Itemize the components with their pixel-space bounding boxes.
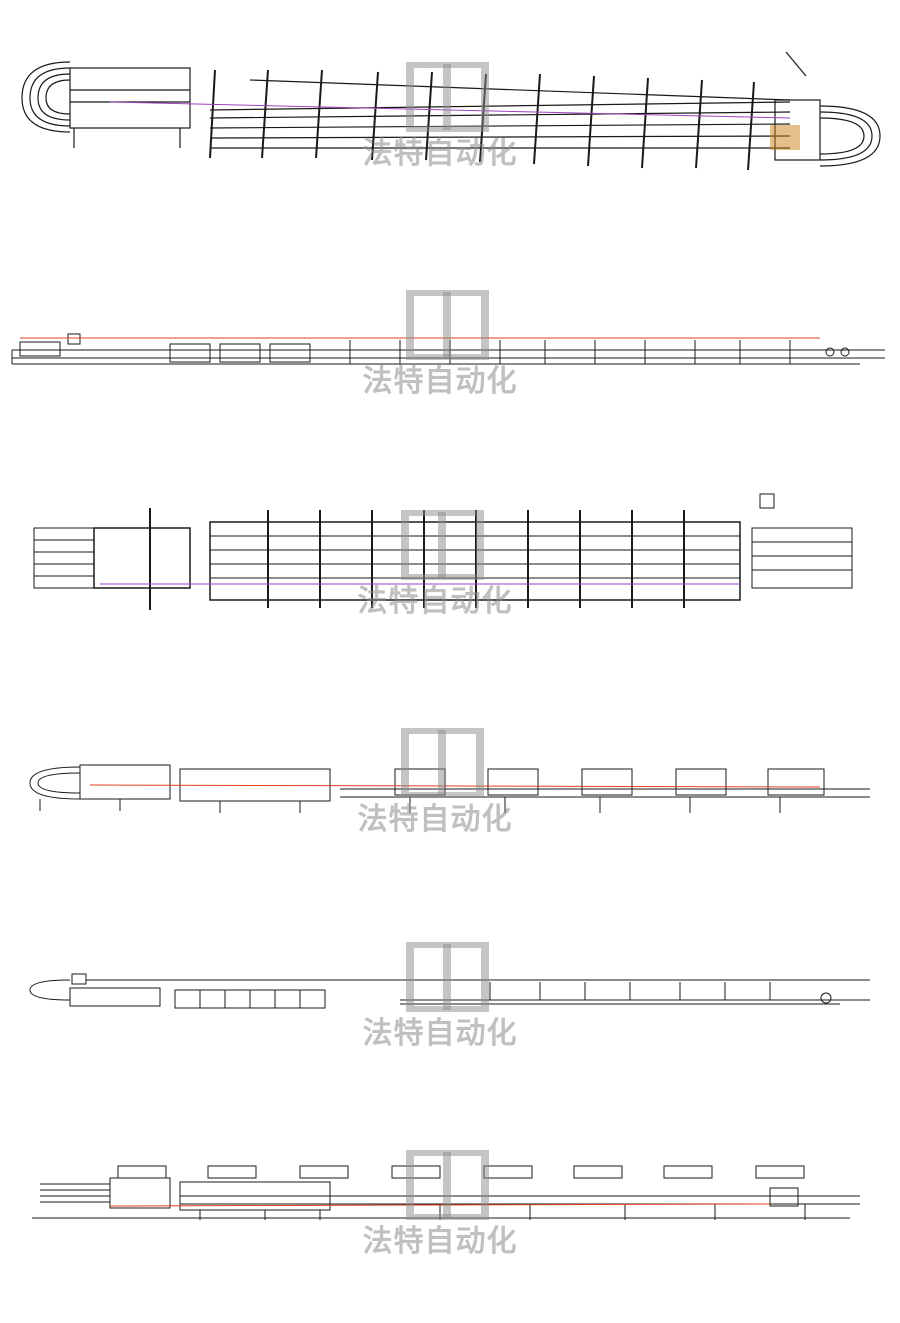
plan-view xyxy=(0,488,900,618)
side-elevation-1-drawing xyxy=(11,333,885,365)
side-elevation-1 xyxy=(0,320,900,380)
isometric-view xyxy=(0,40,900,200)
side-elevation-2 xyxy=(0,755,900,825)
side-elevation-3-drawing xyxy=(29,973,870,1009)
isometric-drawing xyxy=(21,51,881,171)
side-elevation-4-drawing xyxy=(32,1165,860,1220)
side-elevation-3 xyxy=(0,968,900,1018)
plan-view-drawing xyxy=(33,493,853,610)
side-elevation-4 xyxy=(0,1160,900,1230)
side-elevation-2-drawing xyxy=(29,764,870,813)
